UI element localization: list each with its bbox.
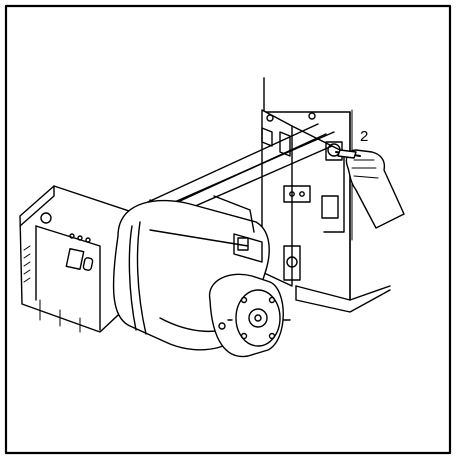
- callout-2: 2: [360, 128, 369, 145]
- screwdriver: [335, 149, 361, 159]
- flange-plate: [261, 109, 345, 287]
- control-box: [19, 185, 133, 333]
- figure-border: [4, 4, 452, 455]
- boiler-wall: [263, 77, 391, 313]
- burner-head: [208, 273, 291, 358]
- hand: [345, 149, 405, 229]
